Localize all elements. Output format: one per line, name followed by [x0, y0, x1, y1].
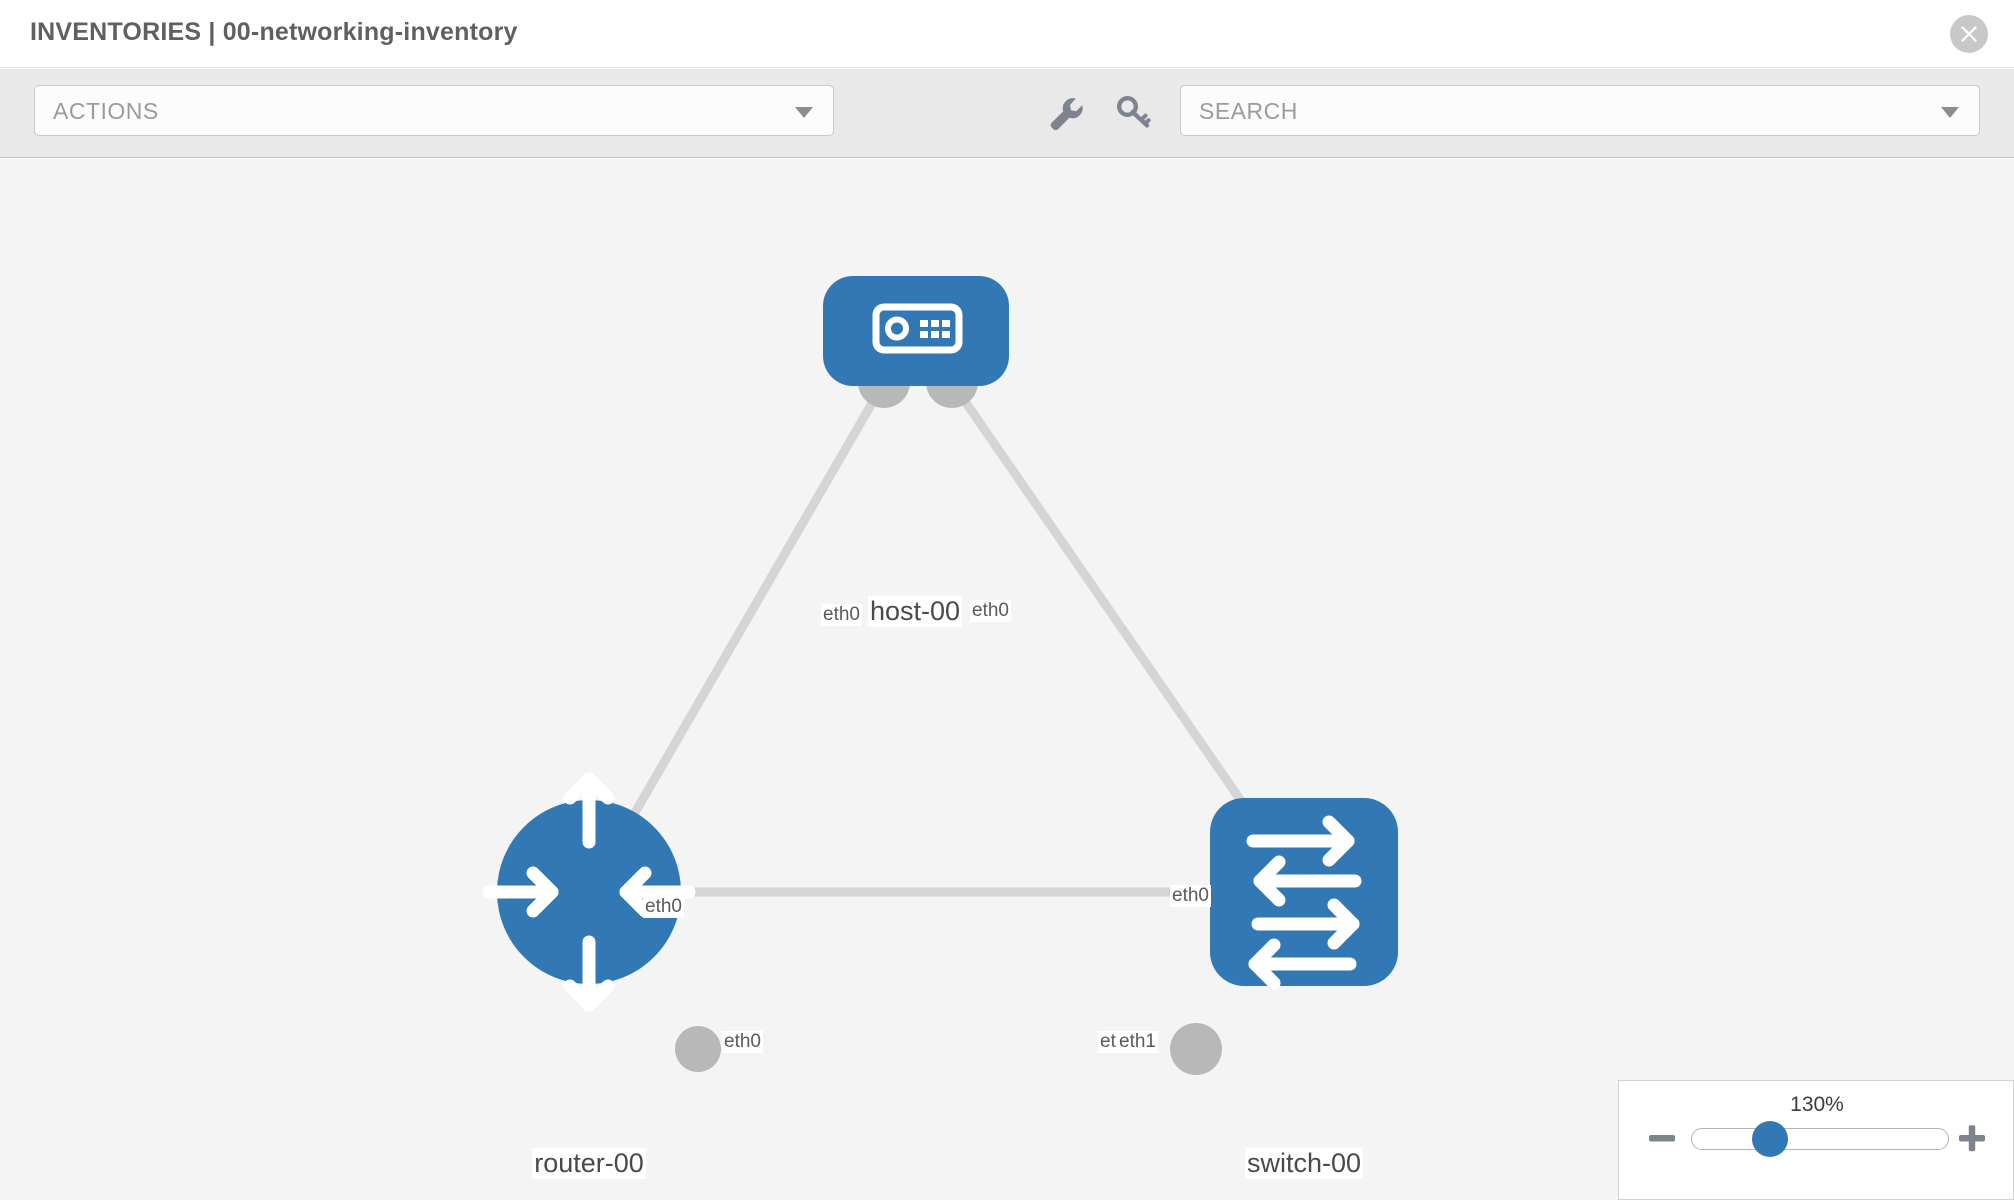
node-host-00-shape[interactable]	[823, 276, 1009, 386]
switch-arrows-icon	[1246, 815, 1362, 990]
node-router-00[interactable]	[482, 772, 696, 1012]
node-router-00-shape[interactable]	[497, 800, 681, 984]
interface-label: eth1	[1117, 1031, 1158, 1053]
page-title: INVENTORIES | 00-networking-inventory	[30, 18, 518, 46]
wrench-glyph	[1050, 98, 1083, 131]
interface-label: eth0	[821, 604, 862, 626]
endpoint-router00-eth0[interactable]	[675, 1026, 721, 1072]
link-host00-switch00[interactable]	[911, 326, 1308, 895]
zoom-level-value: 130%	[1790, 1093, 1844, 1116]
interface-label: eth0	[722, 1031, 763, 1053]
actions-dropdown[interactable]: ACTIONS	[34, 85, 834, 136]
node-host-00[interactable]	[823, 276, 1009, 386]
close-x-glyph	[1961, 26, 1977, 42]
search-chevron-down-icon[interactable]	[1941, 107, 1959, 118]
plus-icon[interactable]	[1955, 1121, 1989, 1155]
zoom-slider-track[interactable]	[1691, 1128, 1949, 1150]
plus-glyph	[1959, 1125, 1985, 1152]
close-icon[interactable]	[1950, 15, 1988, 53]
key-icon[interactable]	[1113, 92, 1153, 132]
zoom-control-widget: 130%	[1618, 1080, 2014, 1200]
node-label-host-00: host-00	[867, 596, 963, 627]
minus-glyph	[1649, 1135, 1675, 1142]
interface-label: eth0	[1170, 885, 1211, 907]
zoom-slider-thumb[interactable]	[1752, 1121, 1788, 1157]
chevron-down-icon	[795, 107, 813, 118]
wrench-icon[interactable]	[1045, 92, 1085, 132]
actions-dropdown-label: ACTIONS	[53, 98, 159, 124]
node-label-switch-00: switch-00	[1244, 1148, 1364, 1179]
node-label-router-00: router-00	[532, 1148, 646, 1179]
interface-label: eth0	[643, 896, 684, 918]
window-header: INVENTORIES | 00-networking-inventory	[0, 0, 2014, 68]
minus-icon[interactable]	[1645, 1121, 1679, 1155]
key-glyph	[1116, 95, 1151, 128]
search-input[interactable]: SEARCH	[1180, 85, 1980, 136]
topology-endpoints	[675, 356, 1262, 1075]
node-switch-00[interactable]	[1210, 798, 1398, 990]
router-arrows-icon	[482, 772, 696, 1012]
endpoint-switch00-eth1[interactable]	[1170, 1023, 1222, 1075]
link-host00-router00[interactable]	[585, 326, 919, 895]
search-placeholder-label: SEARCH	[1199, 98, 1298, 124]
topology-canvas[interactable]: eth0 eth0 eth0 eth0 eth0 eth0 eth1 host-…	[0, 159, 2014, 1200]
topology-graph	[482, 276, 1398, 1075]
interface-label: eth0	[970, 600, 1011, 622]
server-appliance-icon	[872, 303, 963, 354]
